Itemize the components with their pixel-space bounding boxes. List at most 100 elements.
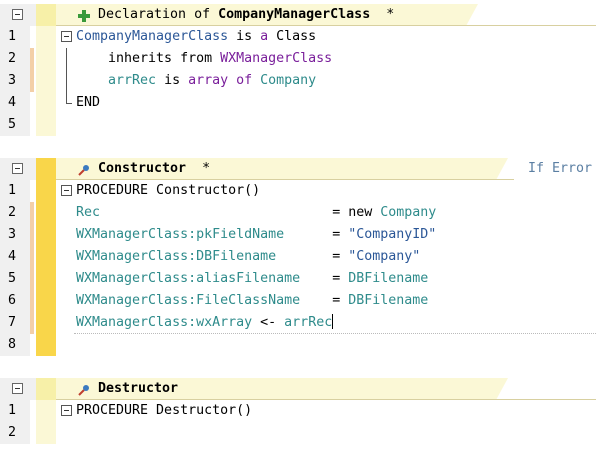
line-gutter bbox=[0, 400, 30, 422]
code-line[interactable]: 6 WXManagerClass:FileClassName = DBFilena… bbox=[0, 290, 596, 312]
code-token: Rec bbox=[76, 205, 101, 220]
line-gutter bbox=[0, 246, 30, 268]
code-token: = new bbox=[100, 205, 381, 220]
code-line[interactable]: 2 bbox=[0, 422, 596, 444]
code-text: PROCEDURE Destructor() bbox=[76, 400, 252, 422]
code-line[interactable]: 1 PROCEDURE Constructor() bbox=[0, 180, 596, 202]
line-number: 3 bbox=[7, 73, 16, 88]
code-token: arrRec bbox=[76, 73, 157, 88]
destructor-header[interactable]: Destructor bbox=[0, 378, 596, 400]
margin-stripe bbox=[36, 246, 56, 268]
destructor-section: Destructor 1 PROCEDURE Destructor() 2 bbox=[0, 378, 596, 444]
code-text: WXManagerClass:FileClassName = DBFilenam… bbox=[76, 290, 428, 312]
fold-guide-end bbox=[66, 103, 72, 104]
code-text: inherits from WXManagerClass bbox=[76, 48, 332, 70]
code-token: pkFieldName bbox=[196, 227, 285, 242]
code-token: is bbox=[228, 29, 261, 44]
code-token: = bbox=[276, 249, 349, 264]
code-token: DBFilename bbox=[348, 271, 429, 286]
code-token: WXManagerClass: bbox=[76, 315, 197, 330]
fold-guide bbox=[66, 92, 67, 103]
line-number: 1 bbox=[7, 183, 16, 198]
code-token: WXManagerClass bbox=[220, 51, 333, 66]
line-number: 4 bbox=[7, 249, 16, 264]
line-number: 5 bbox=[7, 271, 16, 286]
if-error-link[interactable]: If Error bbox=[513, 158, 596, 180]
code-line[interactable]: 1 CompanyManagerClass is a Class bbox=[0, 26, 596, 48]
modified-marker bbox=[30, 70, 34, 92]
title-name: Constructor bbox=[98, 161, 187, 176]
margin-stripe bbox=[36, 334, 56, 356]
margin-stripe bbox=[36, 268, 56, 290]
margin-stripe bbox=[36, 224, 56, 246]
code-block[interactable]: 1 PROCEDURE Destructor() 2 bbox=[0, 400, 596, 444]
code-token: = bbox=[300, 271, 349, 286]
fold-toggle-button[interactable] bbox=[61, 185, 72, 196]
code-token: WXManagerClass: bbox=[76, 271, 197, 286]
constructor-header[interactable]: Constructor * If Error bbox=[0, 158, 596, 180]
margin-stripe bbox=[36, 70, 56, 92]
line-number: 1 bbox=[7, 29, 16, 44]
constructor-icon bbox=[78, 165, 89, 176]
header-line bbox=[56, 25, 596, 26]
line-number: 1 bbox=[7, 403, 16, 418]
code-token: PROCEDURE Destructor() bbox=[76, 403, 253, 418]
margin-stripe bbox=[36, 114, 56, 136]
code-line[interactable]: 1 PROCEDURE Destructor() bbox=[0, 400, 596, 422]
section-title: Destructor bbox=[98, 378, 178, 400]
modified-marker bbox=[30, 224, 34, 246]
line-number: 2 bbox=[7, 51, 16, 66]
header-stripe bbox=[36, 378, 56, 400]
code-line[interactable]: 2 inherits from WXManagerClass bbox=[0, 48, 596, 70]
margin-stripe bbox=[36, 180, 56, 202]
modified-marker bbox=[30, 246, 34, 268]
collapse-constructor-button[interactable] bbox=[12, 163, 23, 174]
modified-marker bbox=[30, 268, 34, 290]
code-token: WXManagerClass: bbox=[76, 293, 197, 308]
line-gutter bbox=[0, 422, 30, 444]
collapse-declaration-button[interactable] bbox=[12, 9, 23, 20]
code-line[interactable]: 3 arrRec is array of Company bbox=[0, 70, 596, 92]
code-block[interactable]: 1 CompanyManagerClass is a Class 2 inherit… bbox=[0, 26, 596, 136]
code-token: a bbox=[260, 29, 269, 44]
line-gutter bbox=[0, 92, 30, 114]
fold-toggle-button[interactable] bbox=[61, 31, 72, 42]
code-text: Rec = new Company bbox=[76, 202, 436, 224]
code-text: WXManagerClass:DBFilename = "Company" bbox=[76, 246, 420, 268]
line-gutter bbox=[0, 26, 30, 48]
margin-stripe bbox=[36, 422, 56, 444]
line-number: 8 bbox=[7, 337, 16, 352]
header-stripe bbox=[36, 158, 56, 180]
line-gutter bbox=[0, 334, 30, 356]
code-line[interactable]: 4 WXManagerClass:DBFilename = "Company" bbox=[0, 246, 596, 268]
code-text: END bbox=[76, 92, 100, 114]
code-line[interactable]: 8 bbox=[0, 334, 596, 356]
line-number: 6 bbox=[7, 293, 16, 308]
fold-guide bbox=[66, 48, 67, 70]
code-token: array of bbox=[188, 73, 253, 88]
collapse-destructor-button[interactable] bbox=[12, 383, 23, 394]
code-token: CompanyManagerClass bbox=[76, 29, 229, 44]
declaration-header[interactable]: Declaration of CompanyManagerClass * bbox=[0, 4, 596, 26]
code-token: Class bbox=[268, 29, 317, 44]
code-line[interactable]: 5 WXManagerClass:aliasFilename = DBFilena… bbox=[0, 268, 596, 290]
header-stripe bbox=[36, 4, 56, 26]
code-token: END bbox=[76, 95, 101, 110]
code-text: WXManagerClass:aliasFilename = DBFilenam… bbox=[76, 268, 428, 290]
code-token: "Company" bbox=[348, 249, 421, 264]
code-line[interactable]: 5 bbox=[0, 114, 596, 136]
margin-stripe bbox=[36, 92, 56, 114]
fold-toggle-button[interactable] bbox=[61, 405, 72, 416]
margin-stripe bbox=[36, 26, 56, 48]
code-text: arrRec is array of Company bbox=[76, 70, 316, 92]
code-token: inherits from bbox=[76, 51, 221, 66]
line-gutter bbox=[0, 202, 30, 224]
code-token: PROCEDURE Constructor() bbox=[76, 183, 261, 198]
line-gutter bbox=[0, 48, 30, 70]
title-name: CompanyManagerClass bbox=[218, 7, 371, 22]
